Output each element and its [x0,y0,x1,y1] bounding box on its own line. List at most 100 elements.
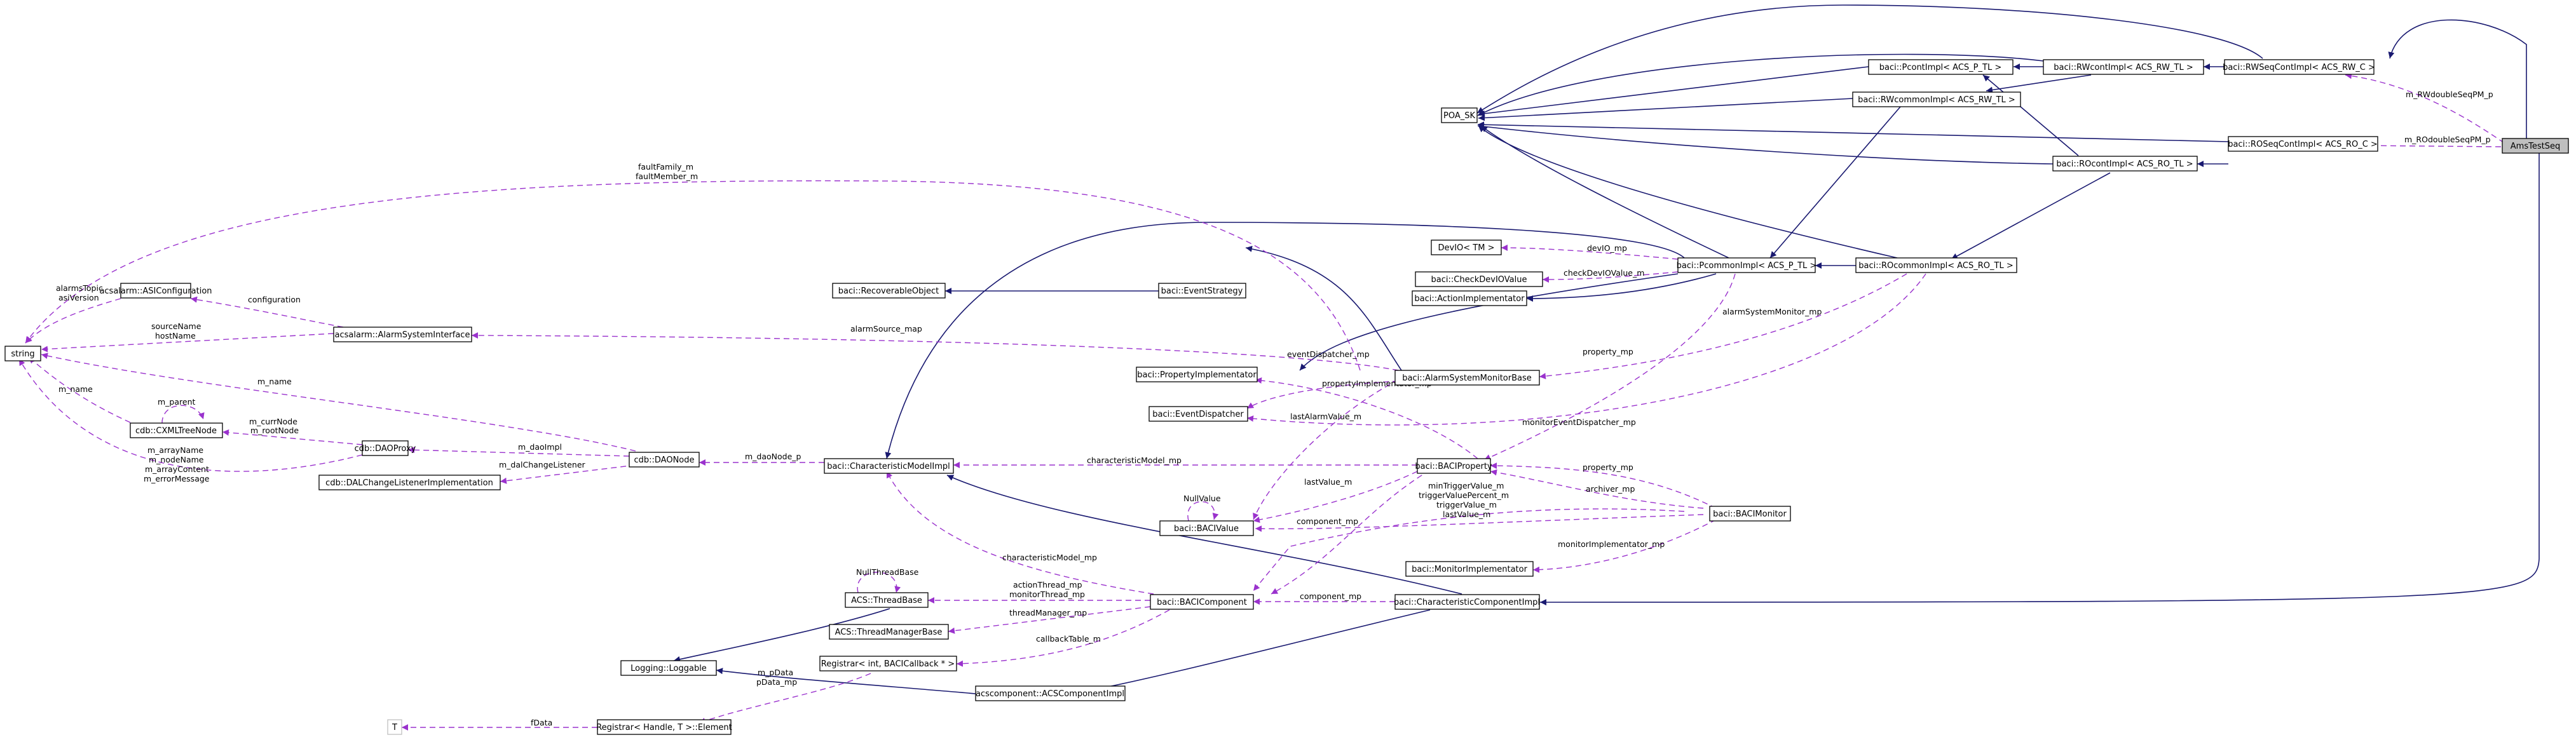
node-rocontimpl[interactable]: baci::ROcontImpl< ACS_RO_TL > [2052,156,2198,172]
edge-usage-mname-cxmltreenode [28,356,131,423]
node-pcommonimpl[interactable]: baci::PcommonImpl< ACS_P_TL > [1677,257,1817,273]
inheritance-edges [673,4,2540,694]
edge-usage-alarmsystemmonitor [1539,273,1907,379]
node-poa-sk[interactable]: POA_SK [1441,107,1478,123]
edge-rwcommonimpl-to-poa-sk [1478,98,1853,121]
node-label: cdb::CXMLTreeNode [135,426,217,436]
node-label: baci::EventDispatcher [1152,410,1244,419]
node-label: baci::BACIProperty [1415,462,1492,471]
node-string[interactable]: string [4,346,41,361]
edge-label: m_RWdoubleSeqPM_p [2406,90,2493,99]
edge-usage-mparent [161,405,205,424]
edge-label: m_errorMessage [144,474,210,483]
node-devio[interactable]: DevIO< TM > [1431,239,1502,255]
node-label: baci::PcontImpl< ACS_P_TL > [1879,63,2001,72]
edge-usage-lastalarmvalue [1253,379,1399,520]
node-rwcontimpl[interactable]: baci::RWcontImpl< ACS_RW_TL > [2043,59,2204,75]
node-label: baci::RWcontImpl< ACS_RW_TL > [2054,63,2193,72]
edge-label: m_rootNode [250,426,299,435]
edge-label: faultMember_m [636,172,698,181]
edge-usage-propertymp-component [1271,469,1431,595]
node-bacivalue[interactable]: baci::BACIValue [1159,520,1254,536]
node-registrar[interactable]: Registrar< int, BACICallback * > [819,656,957,671]
node-roseqcontimpl[interactable]: baci::ROSeqContImpl< ACS_RO_C > [2228,136,2378,152]
edge-label: lastValue_m [1304,477,1352,487]
node-acscomponentimpl[interactable]: acscomponent::ACSComponentImpl [975,685,1126,701]
edge-usage-faultfamily [25,180,1361,371]
edge-usage-configuration [190,296,344,328]
node-t[interactable]: T [387,719,402,735]
node-label: baci::RWcommonImpl< ACS_RW_TL > [1858,95,2015,105]
edge-label: callbackTable_m [1036,634,1101,644]
node-label: ACS::ThreadBase [851,596,922,605]
node-label: baci::CharacteristicModelImpl [827,462,950,471]
node-dalchangelistenerimplementation[interactable]: cdb::DALChangeListenerImplementation [318,475,501,490]
node-label: baci::PropertyImplementator [1137,370,1257,380]
node-recoverableobject[interactable]: baci::RecoverableObject [832,283,946,299]
edge-usage-rodoubleseqpm [2354,142,2502,149]
node-asiconfiguration[interactable]: acsalarm::ASIConfiguration [99,283,212,299]
edge-label: monitorImplementator_mp [1558,539,1665,549]
edge-label: configuration [248,295,301,304]
edge-label: m_daoNode_p [745,452,801,461]
edge-label: component_mp [1297,516,1358,526]
edge-label: property_mp [1583,347,1633,356]
node-label: acscomponent::ACSComponentImpl [976,689,1124,699]
node-rwcommonimpl[interactable]: baci::RWcommonImpl< ACS_RW_TL > [1852,91,2021,107]
node-threadmanagerbase[interactable]: ACS::ThreadManagerBase [829,624,949,640]
node-label: baci::BACIValue [1174,524,1239,534]
node-propertyimplementator[interactable]: baci::PropertyImplementator [1136,367,1258,382]
edge-label: triggerValuePercent_m [1419,490,1509,500]
usage-edges [18,72,2505,731]
node-label: DevIO< TM > [1438,243,1495,253]
node-daoproxy[interactable]: cdb::DAOProxy [355,440,416,456]
node-rocommonimpl[interactable]: baci::ROcommonImpl< ACS_RO_TL > [1855,257,2017,273]
node-label: cdb::DAONode [634,455,694,465]
node-label: acsalarm::AlarmSystemInterface [335,330,470,340]
edge-amstestseq-to-rwseqcontimpl [2388,19,2527,143]
node-actionimplementator[interactable]: baci::ActionImplementator [1412,290,1527,306]
node-threadbase[interactable]: ACS::ThreadBase [845,592,929,608]
edge-usage-componentmp-monitor [1253,508,1685,591]
node-rwseqcontimpl[interactable]: baci::RWSeqContImpl< ACS_RW_C > [2223,59,2375,75]
node-alarmsystemmonitorbase[interactable]: baci::AlarmSystemMonitorBase [1394,370,1540,386]
edge-label: m_arrayName [147,445,203,455]
node-characteristiccomponentimpl[interactable]: baci::CharacteristicComponentImpl [1394,594,1540,610]
node-alarmsysteminterface[interactable]: acsalarm::AlarmSystemInterface [333,327,472,342]
node-eventstrategy[interactable]: baci::EventStrategy [1158,283,1246,299]
edge-usage-propertyimplementator [1255,377,1478,459]
edge-usage-marrayname [18,358,363,472]
edge-rocontimpl-to-poa-sk [1477,123,2054,165]
edge-label: lastValue_m [1443,509,1490,519]
edge-acscomponentimpl-to-loggable [716,668,976,694]
edge-rocontimpl-to-pcontimpl [1982,74,2079,156]
node-daonode[interactable]: cdb::DAONode [629,452,700,468]
node-label: baci::RWSeqContImpl< ACS_RW_C > [2223,63,2375,72]
node-label: baci::PcommonImpl< ACS_P_TL > [1677,261,1817,271]
node-bacicomponent[interactable]: baci::BACIComponent [1150,594,1254,610]
edge-label: archiver_mp [1586,484,1635,494]
edge-usage-mname-daonode [41,353,636,452]
edge-usage-sourcename [41,333,334,353]
node-amstestseq[interactable]: AmsTestSeq [2502,138,2569,154]
edge-label: NullValue [1183,494,1221,503]
node-cxmltreenode[interactable]: cdb::CXMLTreeNode [130,422,223,438]
edge-usage-rwdoubleseqpm [2345,72,2505,144]
node-bacimonitor[interactable]: baci::BACIMonitor [1709,506,1791,522]
edge-label: pData_mp [756,677,797,687]
node-eventdispatcher[interactable]: baci::EventDispatcher [1148,406,1248,422]
edge-amstestseq-to-characteristiccomponentimpl [1539,153,2540,605]
node-checkdeviovalue[interactable]: baci::CheckDevIOValue [1415,271,1543,287]
edge-label: fData [531,718,552,727]
edge-usage-callbacktable [956,609,1170,667]
edge-label: alarmSystemMonitor_mp [1722,307,1822,316]
node-label: baci::BACIMonitor [1713,509,1787,519]
node-label: baci::ROSeqContImpl< ACS_RO_C > [2228,140,2378,149]
node-loggable[interactable]: Logging::Loggable [620,660,717,676]
node-baciproperty[interactable]: baci::BACIProperty [1415,458,1492,474]
node-monitorimplementator[interactable]: baci::MonitorImplementator [1405,561,1534,577]
node-pcontimpl[interactable]: baci::PcontImpl< ACS_P_TL > [1868,59,2014,75]
node-characteristicmodelimpl[interactable]: baci::CharacteristicModelImpl [824,458,954,474]
node-registrar-element[interactable]: Registrar< Handle, T >::Element [596,719,732,735]
